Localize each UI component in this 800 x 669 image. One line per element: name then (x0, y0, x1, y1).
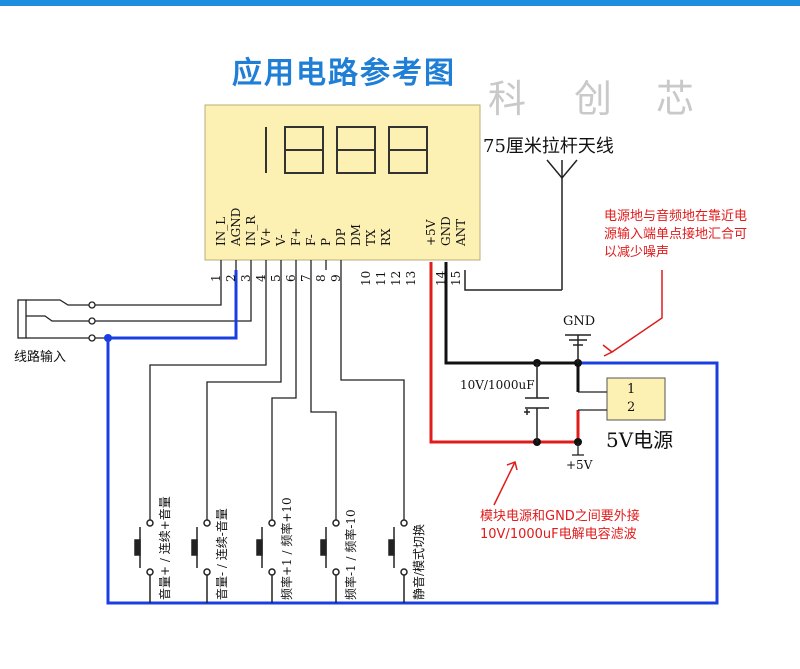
pin-number-12: 12 (389, 270, 403, 286)
pin-label-agnd: AGND (229, 207, 243, 246)
pin-number-1: 1 (209, 274, 223, 282)
pin-number-13: 13 (404, 270, 418, 286)
watermark-char-2: 创 (574, 77, 613, 121)
pin-label-dp: DP (334, 228, 348, 246)
ground-note-line-2: 源输入端单点接地汇合可 (604, 227, 748, 242)
pin-number-7: 7 (299, 274, 313, 282)
pin-number-2: 2 (224, 274, 238, 282)
top-accent-bar (0, 0, 800, 6)
button-label-freq-up: 频率+1 / 频率+10 (280, 497, 294, 600)
pin-number-4: 4 (254, 274, 268, 282)
page-title: 应用电路参考图 (232, 56, 456, 91)
button-freq-down (320, 519, 340, 603)
ground-note-line-1: 电源地与音频地在靠近电 (604, 209, 748, 224)
electrolytic-capacitor (524, 363, 549, 442)
button-label-volume-up: 音量+ / 连续+音量 (158, 496, 172, 600)
pin-number-5: 5 (269, 274, 283, 282)
pin-label-v-minus: V- (274, 234, 288, 246)
button-volume-up (134, 519, 154, 603)
annotation-arrows (493, 270, 663, 506)
watermark-char-1: 科 (488, 77, 527, 121)
capacitor-note: 模块电源和GND之间要外接 10V/1000uF电解电容滤波 (480, 508, 640, 544)
pin-label-f-minus: F- (304, 234, 318, 246)
antenna-label: 75厘米拉杆天线 (483, 136, 614, 157)
button-freq-up (256, 519, 276, 603)
pin-number-3: 3 (239, 274, 253, 282)
psu-connector (606, 377, 666, 421)
gnd-label: GND (563, 314, 596, 329)
pin-label-tx: TX (364, 229, 378, 246)
capacitor-note-line-1: 模块电源和GND之间要外接 (480, 509, 640, 524)
psu-pin-2: 2 (627, 400, 636, 415)
pin-label-in-r: IN_R (244, 215, 258, 246)
capacitor-label: 10V/1000uF (460, 378, 535, 392)
pin-label-f-plus: F+ (289, 227, 303, 246)
psu-label: 5V电源 (606, 428, 674, 452)
ground-bus-blue (106, 270, 719, 605)
plus5v-wire-red (429, 262, 580, 444)
pin-label-gnd: GND (439, 216, 453, 246)
pin-number-8: 8 (314, 274, 328, 282)
ground-note-line-3: 以减少噪声 (604, 245, 670, 260)
pin-number-15: 15 (449, 270, 463, 286)
pin-number-9: 9 (329, 274, 343, 282)
gnd-symbol (565, 334, 591, 363)
pin-label-v-plus: V+ (259, 227, 273, 246)
push-buttons (134, 519, 408, 603)
pin-label-dm: DM (349, 224, 363, 246)
pin-number-14: 14 (434, 270, 448, 286)
pin-number-6: 6 (284, 274, 298, 282)
pin-label-ant: ANT (454, 218, 468, 246)
watermark-char-3: 芯 (656, 77, 695, 121)
seven-segment-display (265, 126, 428, 174)
button-label-mute-mode: 静音/模式切换 (412, 523, 426, 600)
button-label-volume-down: 音量- / 连续-音量 (215, 508, 229, 600)
plus5v-label: +5V (566, 458, 593, 472)
button-mute-mode (388, 519, 408, 603)
pin-label-in-l: IN_L (214, 216, 228, 246)
button-wiring (149, 270, 405, 520)
pin-label-p: P (319, 237, 333, 246)
line-input-label: 线路输入 (14, 350, 67, 365)
module-body (204, 104, 481, 261)
pin-label-rx: RX (379, 228, 393, 246)
pin-number-11: 11 (374, 270, 388, 286)
antenna-symbol (464, 159, 578, 291)
gnd-wire-black (444, 262, 580, 392)
pin-number-10: 10 (359, 270, 373, 286)
pin-label-plus5v: +5V (424, 219, 438, 246)
button-label-freq-down: 频率-1 / 频率-10 (344, 509, 358, 600)
capacitor-note-line-2: 10V/1000uF电解电容滤波 (480, 527, 637, 542)
psu-pin-1: 1 (627, 382, 636, 397)
ground-note: 电源地与音频地在靠近电 源输入端单点接地汇合可 以减少噪声 (604, 208, 747, 262)
button-volume-down (191, 519, 211, 603)
